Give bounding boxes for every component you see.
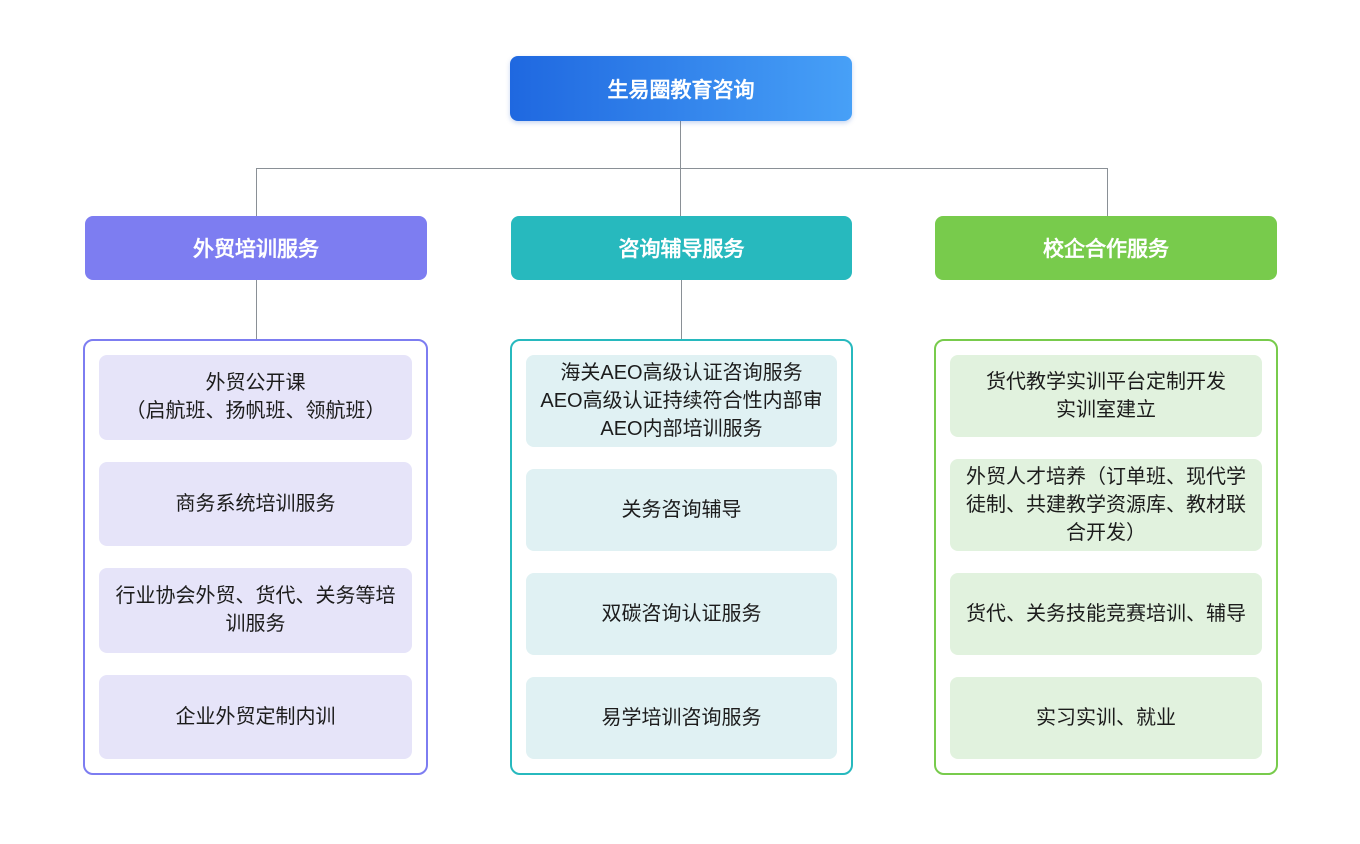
service-item: 货代教学实训平台定制开发 实训室建立 [950, 355, 1262, 437]
branch-panel-consulting-coaching: 海关AEO高级认证咨询服务 AEO高级认证持续符合性内部审 AEO内部培训服务 … [510, 339, 853, 775]
branch-panel-foreign-trade-training: 外贸公开课 （启航班、扬帆班、领航班） 商务系统培训服务 行业协会外贸、货代、关… [83, 339, 428, 775]
service-item: 实习实训、就业 [950, 677, 1262, 759]
service-item: 货代、关务技能竞赛培训、辅导 [950, 573, 1262, 655]
branch-header-label: 咨询辅导服务 [618, 238, 745, 261]
branch-header-label: 外贸培训服务 [193, 238, 319, 261]
branch-header-label: 校企合作服务 [1043, 238, 1169, 261]
connector-root-vertical [680, 121, 681, 168]
branch-header-consulting-coaching: 咨询辅导服务 [511, 216, 852, 280]
connector-drop-branch-2 [680, 168, 681, 216]
root-node-label: 生易圈教育咨询 [607, 78, 755, 102]
connector-horizontal-spine [256, 168, 1108, 169]
connector-drop-branch-3 [1107, 168, 1108, 216]
service-item: 商务系统培训服务 [99, 461, 412, 546]
root-node: 生易圈教育咨询 [510, 56, 852, 121]
service-item: 外贸人才培养（订单班、现代学徒制、共建教学资源库、教材联合开发） [950, 459, 1262, 551]
service-item: 企业外贸定制内训 [99, 674, 412, 759]
service-item: 行业协会外贸、货代、关务等培训服务 [99, 568, 412, 653]
connector-header-panel-1 [256, 280, 257, 339]
branch-panel-school-enterprise-cooperation: 货代教学实训平台定制开发 实训室建立 外贸人才培养（订单班、现代学徒制、共建教学… [934, 339, 1278, 775]
service-item: 易学培训咨询服务 [526, 677, 837, 759]
connector-header-panel-2 [681, 280, 682, 339]
service-item: 外贸公开课 （启航班、扬帆班、领航班） [99, 355, 412, 440]
service-item: 海关AEO高级认证咨询服务 AEO高级认证持续符合性内部审 AEO内部培训服务 [526, 355, 837, 447]
service-item: 关务咨询辅导 [526, 469, 837, 551]
service-item: 双碳咨询认证服务 [526, 573, 837, 655]
branch-header-foreign-trade-training: 外贸培训服务 [85, 216, 427, 280]
branch-header-school-enterprise-cooperation: 校企合作服务 [935, 216, 1277, 280]
connector-drop-branch-1 [256, 168, 257, 216]
